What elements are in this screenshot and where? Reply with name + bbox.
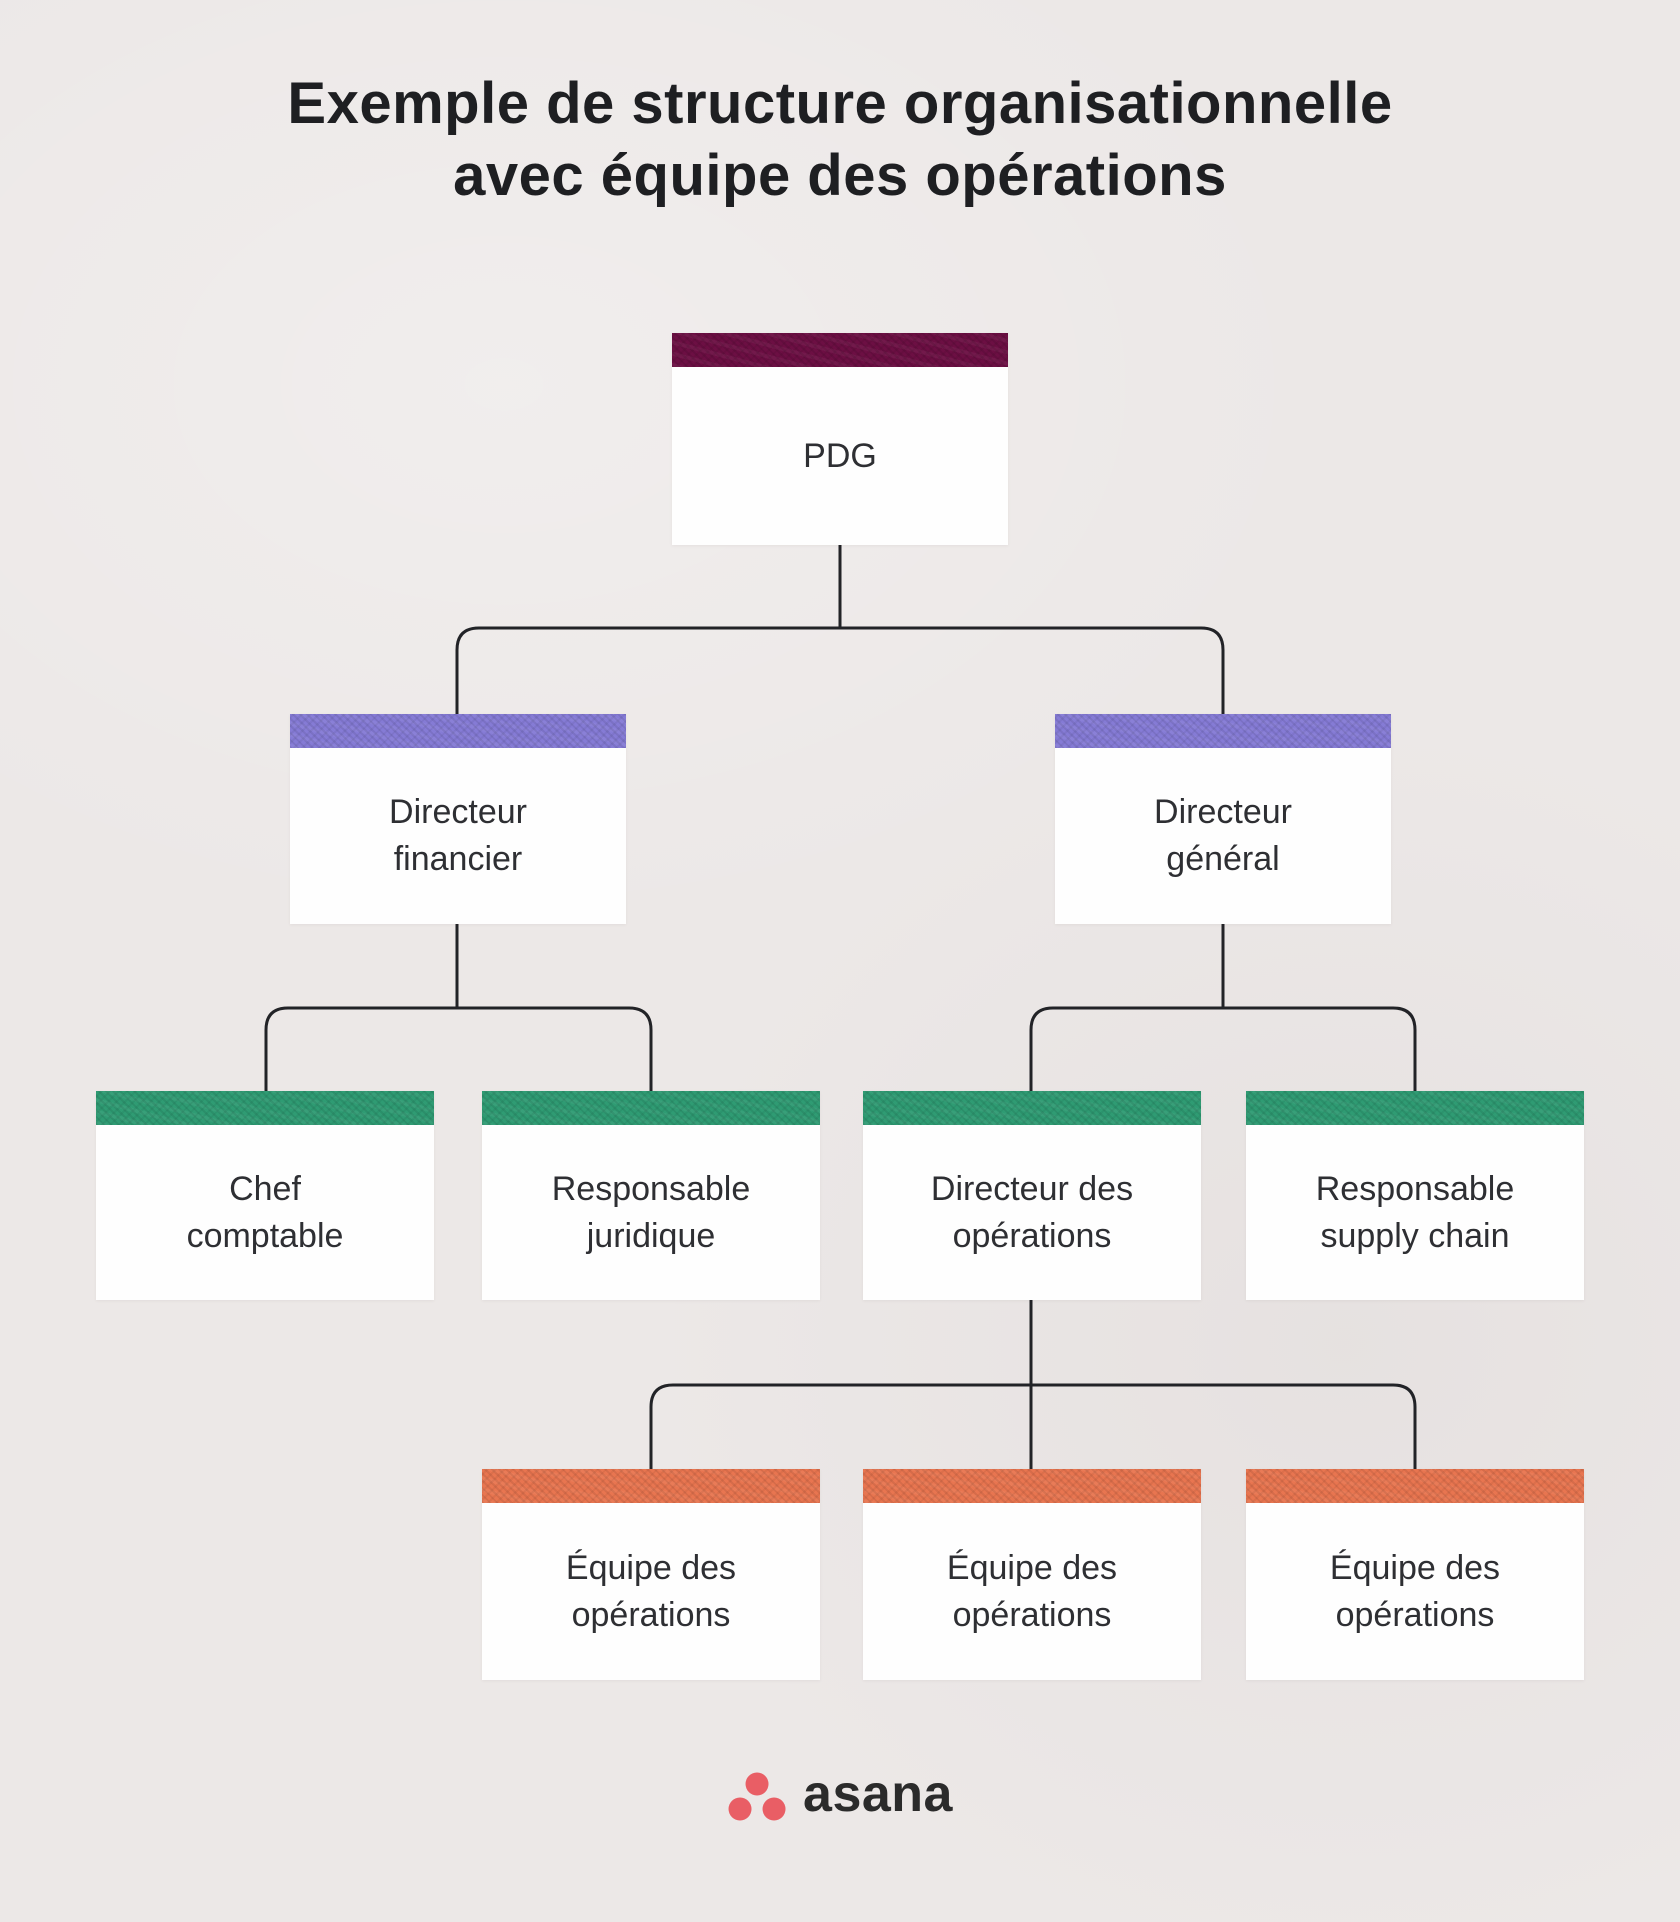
node-label: Directeur financier (389, 793, 527, 878)
connector-bus-financier-children (264, 1006, 653, 1091)
connector-bus-level2 (455, 626, 1225, 714)
asana-dots-icon (728, 1772, 786, 1821)
node-color-bar (863, 1091, 1201, 1125)
org-node-directeur-general: Directeur général (1055, 714, 1391, 924)
org-node-equipe-des-operations-3: Équipe des opérations (1246, 1469, 1584, 1680)
node-label: Directeur général (1154, 793, 1292, 878)
node-color-bar (1055, 714, 1391, 748)
org-node-chef-comptable: Chef comptable (96, 1091, 434, 1300)
node-color-bar (290, 714, 626, 748)
node-label: PDG (803, 436, 877, 475)
node-label: Responsable supply chain (1315, 1169, 1515, 1255)
connector-bus-operations-children (649, 1383, 1417, 1469)
node-label: Responsable juridique (551, 1169, 751, 1255)
org-node-directeur-financier: Directeur financier (290, 714, 626, 924)
asana-logo: asana (727, 1768, 953, 1826)
node-color-bar (1246, 1091, 1584, 1125)
node-color-bar (482, 1469, 820, 1503)
org-node-equipe-des-operations-1: Équipe des opérations (482, 1469, 820, 1680)
node-label: Équipe des opérations (1329, 1548, 1501, 1634)
node-color-bar (482, 1091, 820, 1125)
connector-bus-general-children (1029, 1006, 1417, 1091)
org-node-responsable-supply-chain: Responsable supply chain (1246, 1091, 1584, 1300)
page-title: Exemple de structure organisationnelle a… (0, 68, 1680, 212)
asana-dot-right (762, 1797, 786, 1821)
node-label: Chef comptable (186, 1169, 344, 1255)
node-color-bar (1246, 1469, 1584, 1503)
page-title-line-2: avec équipe des opérations (453, 142, 1227, 208)
node-color-bar (672, 333, 1008, 367)
org-node-directeur-des-operations: Directeur des opérations (863, 1091, 1201, 1300)
asana-dot-left (728, 1797, 752, 1821)
org-node-pdg: PDG (672, 333, 1008, 545)
node-label: Directeur des opérations (930, 1169, 1134, 1255)
asana-wordmark: asana (803, 1765, 953, 1823)
node-label: Équipe des opérations (565, 1548, 737, 1634)
node-label: Équipe des opérations (946, 1548, 1118, 1634)
node-color-bar (863, 1469, 1201, 1503)
asana-dot-top (745, 1772, 769, 1796)
org-node-responsable-juridique: Responsable juridique (482, 1091, 820, 1300)
page-title-line-1: Exemple de structure organisationnelle (287, 71, 1393, 136)
org-node-equipe-des-operations-2: Équipe des opérations (863, 1469, 1201, 1680)
node-color-bar (96, 1091, 434, 1125)
